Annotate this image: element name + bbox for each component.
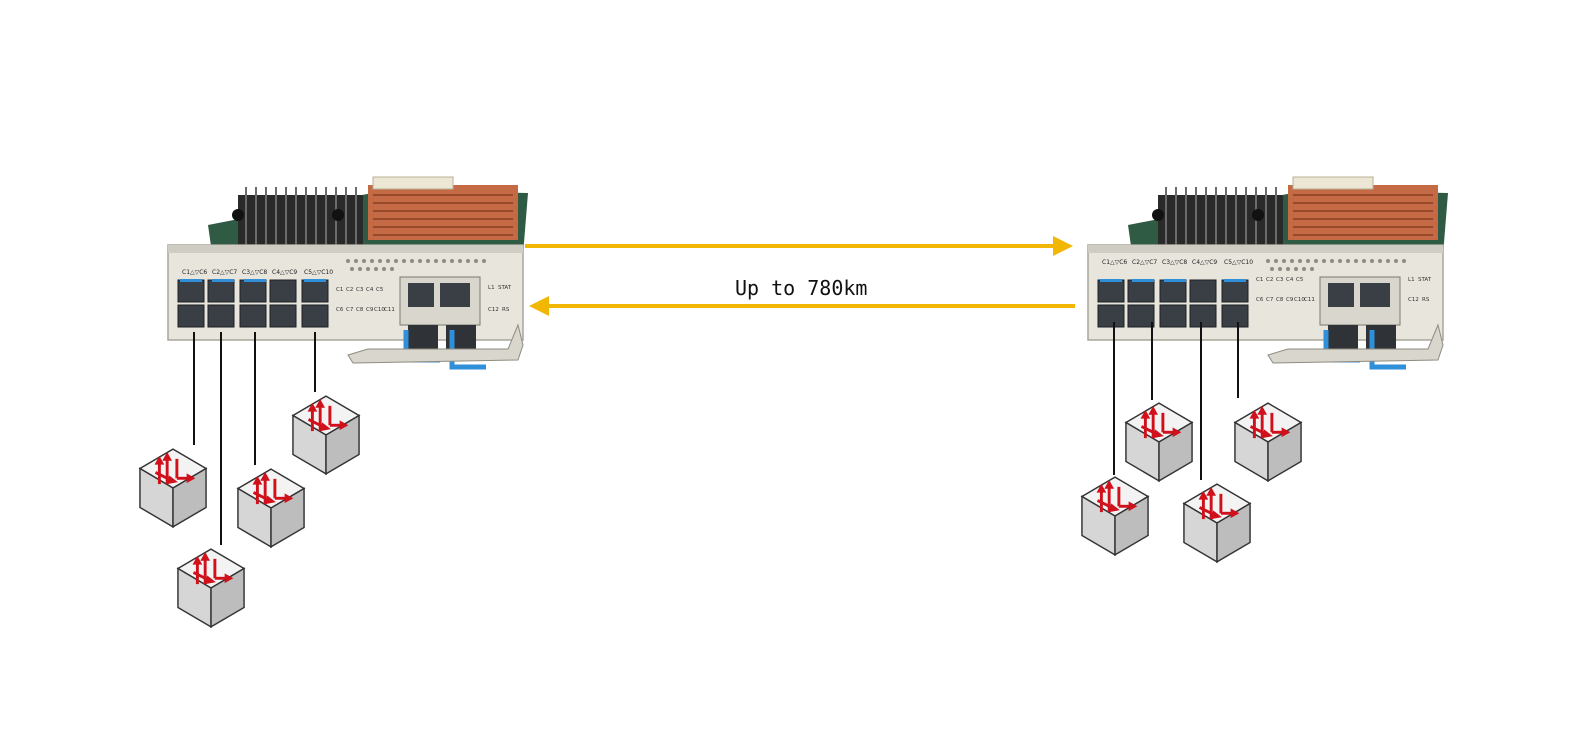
network-switch-icon [1233, 401, 1303, 483]
line-label-stat: STAT [1418, 277, 1432, 283]
client-label: C2 [1266, 277, 1273, 283]
client-label: C1 [1256, 277, 1263, 283]
client-label: C12 [1408, 297, 1419, 303]
port-label-c1-c6: C1△▽C6 [1102, 259, 1127, 266]
client-label: C8 [356, 307, 364, 313]
right-fiber-links [1113, 322, 1239, 480]
client-label: C12 [488, 307, 499, 313]
line-label-rs: RS [1422, 297, 1430, 303]
network-switch-icon [1124, 401, 1194, 483]
port-label-c3-c8: C3△▽C8 [1162, 259, 1187, 266]
network-switch-icon [138, 447, 208, 529]
arrow-head-right [1053, 236, 1073, 256]
left-client-labels: C1 C2 C3 C4 C5 C6 C7 C8 C9 C10 C11 C12 [336, 287, 499, 313]
client-label: C1 [336, 287, 343, 293]
line-label-l1: L1 [1408, 277, 1415, 283]
client-label: C5 [1296, 277, 1304, 283]
left-line-labels: L1 STAT RS [488, 285, 512, 313]
client-label: C7 [346, 307, 354, 313]
port-label-c5-c10: C5△▽C10 [304, 269, 333, 276]
port-label-c4-c9: C4△▽C9 [1192, 259, 1217, 266]
client-label: C9 [366, 307, 374, 313]
client-label: C7 [1266, 297, 1274, 303]
network-switch-icon [1080, 475, 1150, 557]
left-transponder: C1△▽C6 C2△▽C7 C3△▽C8 C4△▽C9 C5△▽C10 C1 C… [168, 177, 528, 367]
line-label-stat: STAT [498, 285, 512, 291]
client-label: C5 [376, 287, 384, 293]
arrow-head-left [529, 296, 549, 316]
right-port-labels: C1△▽C6 C2△▽C7 C3△▽C8 C4△▽C9 C5△▽C10 [1102, 259, 1253, 266]
right-client-labels: C1 C2 C3 C4 C5 C6 C7 C8 C9 C10 C11 C12 [1256, 277, 1419, 303]
link-arrows: Up to 780km [525, 236, 1075, 316]
network-switch-icon [291, 394, 361, 476]
client-label: C6 [1256, 297, 1264, 303]
left-switches [138, 394, 361, 629]
client-label: C10 [1294, 297, 1305, 303]
right-line-labels: L1 STAT RS [1408, 277, 1432, 303]
client-label: C8 [1276, 297, 1284, 303]
line-label-l1: L1 [488, 285, 495, 291]
port-label-c2-c7: C2△▽C7 [1132, 259, 1157, 266]
client-label: C10 [374, 307, 385, 313]
client-label: C4 [1286, 277, 1294, 283]
network-switch-icon [1182, 482, 1252, 564]
client-label: C6 [336, 307, 344, 313]
port-label-c1-c6: C1△▽C6 [182, 269, 207, 276]
distance-label: Up to 780km [735, 276, 867, 300]
client-label: C3 [1276, 277, 1284, 283]
client-label: C2 [346, 287, 353, 293]
client-label: C11 [384, 307, 395, 313]
port-label-c3-c8: C3△▽C8 [242, 269, 267, 276]
port-label-c4-c9: C4△▽C9 [272, 269, 297, 276]
client-label: C4 [366, 287, 374, 293]
port-label-c5-c10: C5△▽C10 [1224, 259, 1253, 266]
client-label: C9 [1286, 297, 1294, 303]
left-fiber-links [193, 332, 316, 545]
right-transponder: C1△▽C6 C2△▽C7 C3△▽C8 C4△▽C9 C5△▽C10 C1 C… [1088, 177, 1448, 367]
network-switch-icon [236, 467, 306, 549]
port-label-c2-c7: C2△▽C7 [212, 269, 237, 276]
client-label: C11 [1304, 297, 1315, 303]
network-switch-icon [176, 547, 246, 629]
client-label: C3 [356, 287, 364, 293]
left-port-labels: C1△▽C6 C2△▽C7 C3△▽C8 C4△▽C9 C5△▽C10 [182, 269, 333, 276]
line-label-rs: RS [502, 307, 510, 313]
